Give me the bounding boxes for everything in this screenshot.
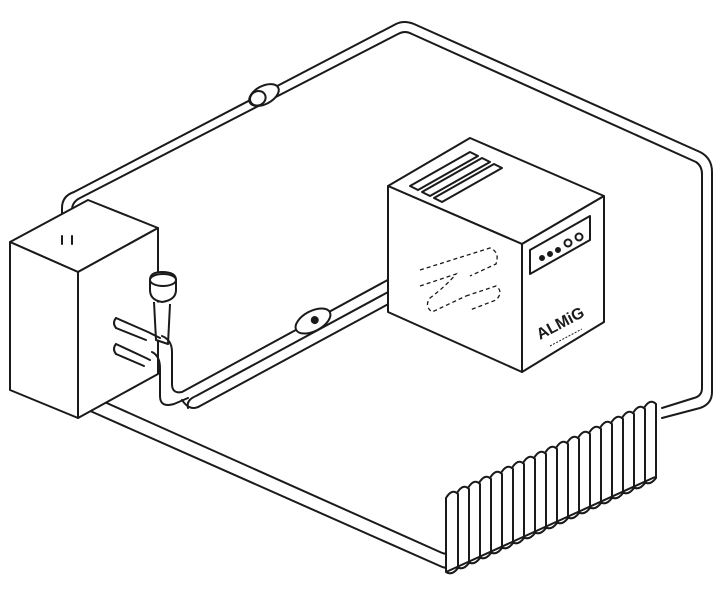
radiator-fin <box>446 492 458 574</box>
control-knob <box>576 234 583 241</box>
radiator-fin <box>523 457 535 539</box>
tank-side <box>78 228 158 418</box>
radiator-fin <box>490 472 502 554</box>
radiator-fin <box>512 462 524 544</box>
indicator-light <box>540 256 544 260</box>
radiator-fin <box>501 467 513 549</box>
radiator-fin <box>545 447 557 529</box>
brand-tagline <box>550 329 582 346</box>
radiator-fin <box>534 452 546 534</box>
radiator-fin <box>468 482 480 564</box>
compressor-vents <box>410 152 502 202</box>
radiator-fin <box>457 487 469 569</box>
radiator-fin <box>589 427 601 509</box>
lower-supply-pipe <box>84 398 459 568</box>
radiator-fin <box>611 417 623 499</box>
radiator-fin <box>600 422 612 504</box>
radiator-fin <box>633 407 645 489</box>
radiator-fin <box>578 432 590 514</box>
radiator-fin <box>644 402 656 484</box>
radiator-fin <box>622 412 634 494</box>
radiator-fin <box>567 437 579 519</box>
flow-meter-lower <box>292 303 335 338</box>
indicator-light <box>548 252 552 256</box>
radiator-base <box>446 477 655 572</box>
control-panel <box>530 216 590 274</box>
internal-heat-exchanger <box>420 248 500 312</box>
mixing-valve <box>150 272 176 344</box>
flow-meter-top <box>246 80 283 111</box>
control-knob <box>565 240 572 247</box>
storage-tank <box>10 200 158 418</box>
radiator <box>446 402 656 574</box>
compressor-unit <box>388 138 604 372</box>
radiator-fin <box>556 442 568 524</box>
indicator-light <box>556 248 560 252</box>
compressor-connection-pipes <box>114 267 420 408</box>
radiator-fin <box>479 477 491 559</box>
tank-front <box>10 242 78 418</box>
